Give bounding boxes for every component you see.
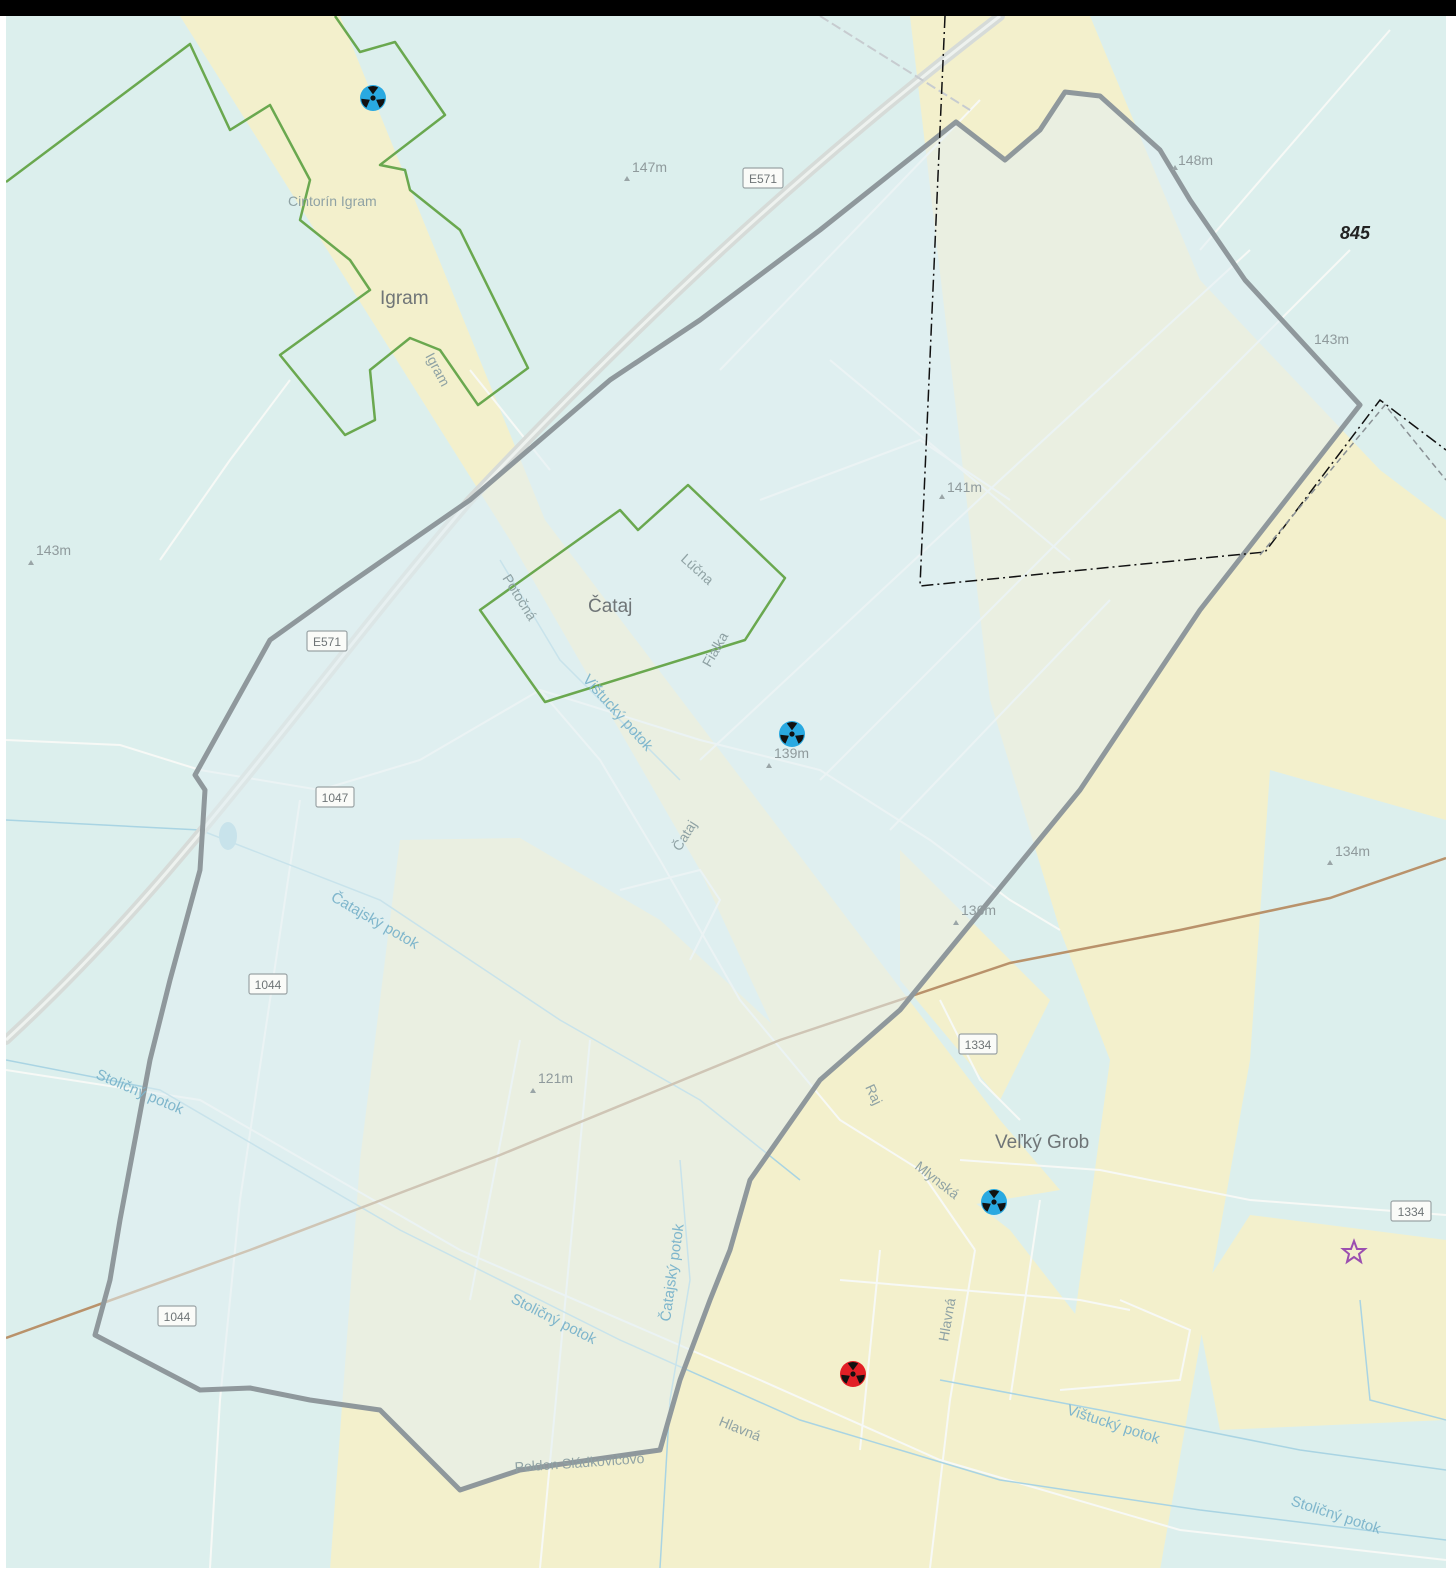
svg-text:1334: 1334	[1398, 1205, 1425, 1219]
svg-text:1047: 1047	[322, 791, 349, 805]
elevation-label: 143m	[1314, 331, 1349, 347]
radiation-trefoil-icon[interactable]	[840, 1361, 866, 1387]
elevation-label: 141m	[947, 479, 982, 495]
elevation-label: 139m	[774, 745, 809, 761]
boundary-igram	[6, 16, 530, 437]
svg-text:1334: 1334	[965, 1038, 992, 1052]
star-outline-icon[interactable]	[1340, 1238, 1368, 1265]
svg-text:E571: E571	[313, 635, 341, 649]
street-label: Hlavná	[935, 1297, 958, 1343]
elevation-label: 134m	[1335, 843, 1370, 859]
road-shield-1334: 1334	[958, 1033, 998, 1055]
elevation-points	[28, 165, 1333, 1093]
town-label-velky-grob[interactable]: Veľký Grob	[995, 1132, 1089, 1153]
road-shield-e571: E571	[306, 630, 348, 652]
elevation-label: 148m	[1178, 152, 1213, 168]
road-shield-1044: 1044	[157, 1305, 197, 1327]
road-shield-1334: 1334	[1390, 1200, 1432, 1222]
road-shield-1044: 1044	[248, 973, 288, 995]
yellow-zone-east	[1195, 1215, 1446, 1430]
radiation-trefoil-icon[interactable]	[779, 721, 805, 747]
municipal-boundaries	[6, 16, 787, 704]
road-shield-1047: 1047	[315, 786, 355, 808]
elevation-label: 147m	[632, 159, 667, 175]
top-frame-bar	[0, 0, 1456, 16]
boundary-cataj	[478, 483, 787, 704]
elevation-label: 136m	[961, 902, 996, 918]
map-sheet-number: 845	[1340, 223, 1371, 243]
radiation-trefoil-icon[interactable]	[981, 1189, 1007, 1215]
place-label-cemetery: Cintorín Igram	[288, 193, 377, 209]
town-label-igram[interactable]: Igram	[380, 288, 429, 309]
dashed-boundary-east	[1259, 403, 1446, 556]
svg-text:E571: E571	[749, 172, 777, 186]
svg-text:1044: 1044	[164, 1310, 191, 1324]
elevation-label: 143m	[36, 542, 71, 558]
town-label-cataj[interactable]: Čataj	[588, 595, 632, 617]
rail-dashed-north	[819, 16, 971, 111]
study-area-boundary[interactable]	[92, 89, 1363, 1493]
elevation-label: 121m	[538, 1070, 573, 1086]
svg-text:1044: 1044	[255, 978, 282, 992]
road-shield-e571: E571	[742, 167, 784, 189]
dashdot-boundary	[919, 16, 1446, 587]
radiation-trefoil-icon[interactable]	[360, 85, 386, 111]
